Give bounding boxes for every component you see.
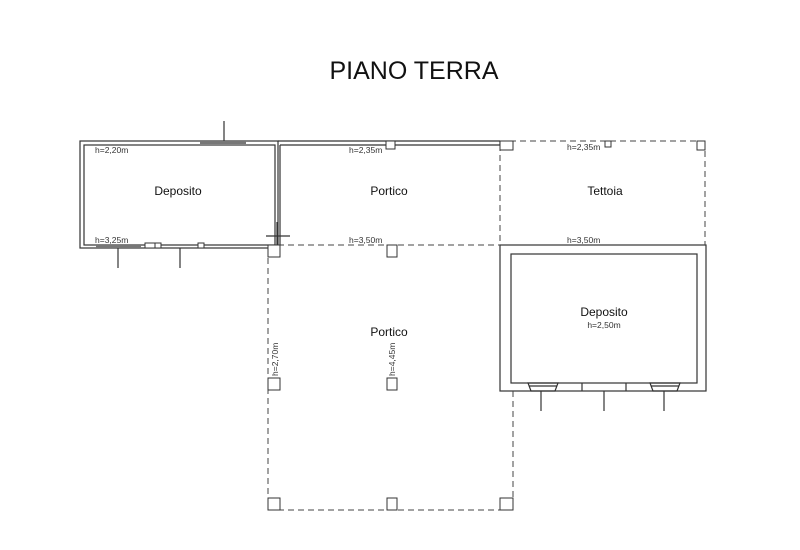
walls (79, 121, 707, 411)
room-tettoia: Tettoia h=2,35m h=3,50m (567, 142, 623, 245)
height-label: h=2,50m (587, 320, 620, 330)
pillars (267, 140, 706, 511)
height-label: h=3,50m (349, 235, 382, 245)
room-portico-bottom: Portico h=2,70m h=4,45m (270, 325, 408, 376)
height-label: h=4,45m (387, 343, 397, 376)
room-label: Portico (370, 325, 408, 339)
room-deposito-right: Deposito h=2,50m (580, 305, 628, 330)
room-label: Portico (370, 184, 408, 198)
room-portico-top: Portico h=2,35m h=3,50m (349, 145, 408, 245)
height-label: h=2,35m (567, 142, 600, 152)
room-label: Tettoia (587, 184, 623, 198)
plan-title: PIANO TERRA (329, 57, 498, 85)
room-label: Deposito (580, 305, 628, 319)
room-label: Deposito (154, 184, 202, 198)
height-label: h=3,25m (95, 235, 128, 245)
dashed-outlines (267, 140, 706, 511)
height-label: h=2,70m (270, 343, 280, 376)
height-label: h=2,20m (95, 145, 128, 155)
height-label: h=3,50m (567, 235, 600, 245)
room-deposito-left: Deposito h=2,20m h=3,25m (95, 145, 202, 245)
height-label: h=2,35m (349, 145, 382, 155)
